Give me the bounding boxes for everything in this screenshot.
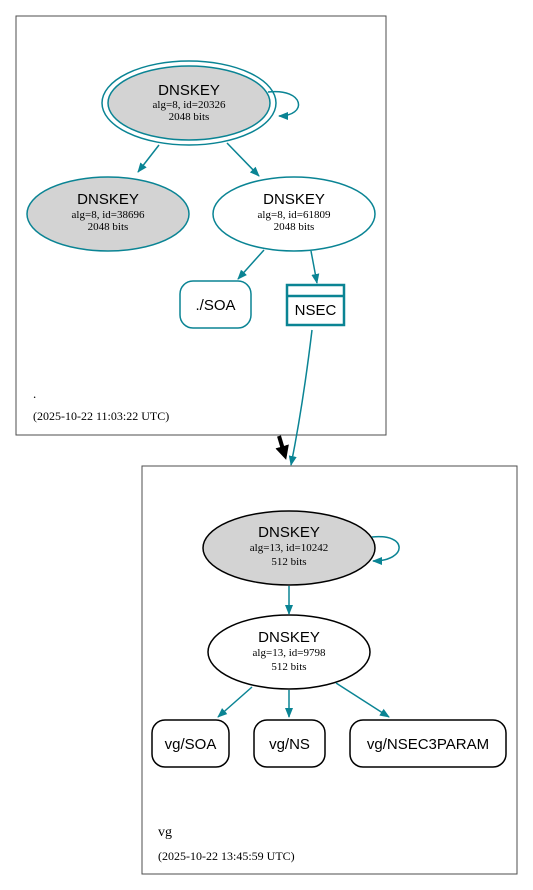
node-root-zsk[interactable]: DNSKEY alg=8, id=61809 2048 bits [212,176,376,252]
node-vg-ksk-title: DNSKEY [258,524,320,541]
node-root-ksk-detail: alg=8, id=20326 [153,99,226,111]
node-root-nsec[interactable]: NSEC [285,283,346,327]
node-vg-zsk-title: DNSKEY [258,629,320,646]
edge-root-zsk-to-soa [237,249,265,280]
node-root-nsec-label: NSEC [295,302,337,319]
node-root-zsk-title: DNSKEY [263,191,325,208]
node-root-ksk[interactable]: DNSKEY alg=8, id=20326 2048 bits [101,60,277,146]
node-root-ksk2-size: 2048 bits [88,221,129,233]
zone-root-border [15,15,387,436]
node-vg-ksk-detail: alg=13, id=10242 [250,542,328,554]
edge-vg-zsk-to-nsec3param [335,682,390,718]
node-vg-zsk[interactable]: DNSKEY alg=13, id=9798 512 bits [207,614,371,690]
zone-root-timestamp: (2025-10-22 11:03:22 UTC) [33,409,169,423]
zone-vg-timestamp: (2025-10-22 13:45:59 UTC) [158,849,295,863]
zone-vg: vg (2025-10-22 13:45:59 UTC) [141,465,518,875]
node-root-zsk-size: 2048 bits [274,221,315,233]
node-vg-zsk-detail: alg=13, id=9798 [253,647,326,659]
zone-root-name: . [33,386,36,401]
zone-root: . (2025-10-22 11:03:22 UTC) [15,15,387,436]
edge-root-ksk-to-ksk2 [137,144,160,173]
edge-root-zsk-to-nsec [310,250,320,284]
edge-vg-zsk-to-soa [217,686,253,718]
edge-delegation [275,435,289,460]
node-root-ksk2-detail: alg=8, id=38696 [72,209,145,221]
node-root-ksk-title: DNSKEY [158,82,220,99]
edge-root-ksk-to-zsk [226,142,260,177]
node-vg-soa-label: vg/SOA [165,736,217,753]
zone-vg-border [141,465,518,875]
node-root-soa[interactable]: ./SOA [179,280,252,329]
node-root-ksk2-title: DNSKEY [77,191,139,208]
edge-root-ksk-self [267,90,300,120]
node-vg-ksk-size: 512 bits [271,556,306,568]
node-root-zsk-detail: alg=8, id=61809 [258,209,331,221]
node-root-ksk2[interactable]: DNSKEY alg=8, id=38696 2048 bits [26,176,190,252]
node-vg-ns[interactable]: vg/NS [253,719,326,768]
zone-vg-name: vg [158,825,172,840]
edge-vg-ksk-self [371,535,400,565]
node-vg-nsec3param-label: vg/NSEC3PARAM [367,736,489,753]
node-vg-nsec3param[interactable]: vg/NSEC3PARAM [349,719,507,768]
node-vg-ns-label: vg/NS [269,736,310,753]
node-vg-zsk-size: 512 bits [271,661,306,673]
node-root-soa-label: ./SOA [195,297,235,314]
node-vg-soa[interactable]: vg/SOA [151,719,230,768]
node-root-ksk-size: 2048 bits [169,111,210,123]
edge-nsec-to-vg [288,329,313,466]
node-vg-ksk[interactable]: DNSKEY alg=13, id=10242 512 bits [202,510,376,586]
